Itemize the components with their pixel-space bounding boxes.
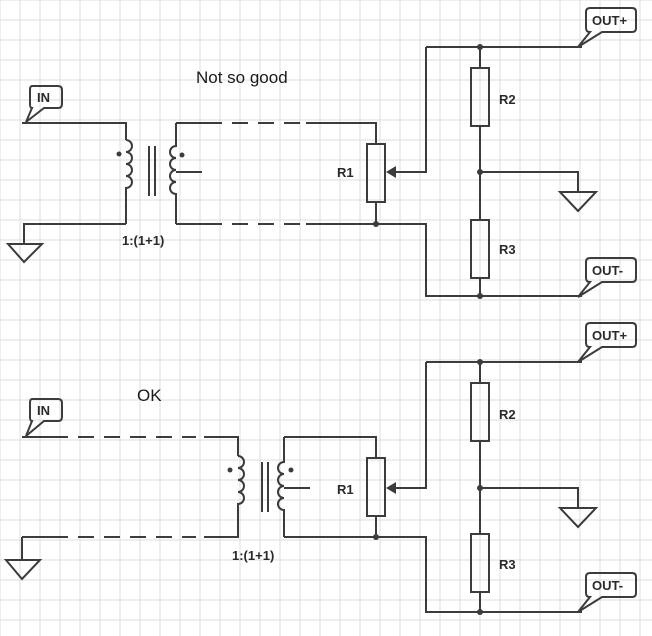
bottom-in-port: IN [25,398,63,437]
top-r2-label: R2 [499,92,516,107]
top-in-label: IN [37,90,50,105]
top-r3-label: R3 [499,242,516,257]
top-input-wire [22,122,127,140]
bottom-r1-bottom-wire [284,536,582,613]
top-secondary-coil [169,123,177,224]
bottom-junction-outminus [477,609,483,615]
bottom-r1-top-wire [284,436,377,458]
bottom-r2-label: R2 [499,407,516,422]
bottom-primary-coil [237,455,245,514]
top-mid-ground-wire [480,171,579,192]
top-secondary-dot [179,152,185,158]
bottom-wiper-arrow [386,482,396,494]
bottom-outminus-label: OUT- [592,578,623,593]
bottom-circuit: IN 1:(1+1) R1 R2 [3,322,637,615]
bottom-r3-label: R3 [499,557,516,572]
top-ground-right [557,191,599,213]
bottom-primary-top-wire [204,436,239,456]
bottom-r1-label: R1 [337,482,354,497]
top-r1-label: R1 [337,165,354,180]
top-junction-r1 [373,221,379,227]
bottom-secondary-dot [288,467,294,473]
bottom-secondary-coil [277,437,285,537]
top-wiper-arrow [386,166,396,178]
bottom-ground-left [3,559,43,581]
bottom-in-label: IN [37,403,50,418]
top-ratio-label: 1:(1+1) [122,233,164,248]
bottom-wiper-wire [392,362,427,489]
bottom-ratio-label: 1:(1+1) [232,548,274,563]
top-outplus-port: OUT+ [577,7,637,48]
bottom-outplus-port: OUT+ [577,322,637,363]
top-primary-dot [116,151,122,157]
top-junction-outminus [477,293,483,299]
bottom-outminus-port: OUT- [577,572,637,613]
bottom-primary-bot-wire [204,514,239,538]
bottom-mid-ground-wire [480,487,579,508]
top-primary-coil [125,139,133,224]
bottom-junction-r1 [373,534,379,540]
top-note: Not so good [196,68,288,87]
bottom-primary-dot [227,467,233,473]
bottom-outplus-label: OUT+ [592,328,627,343]
top-circuit: IN 1:(1+1) R1 [5,7,637,299]
bottom-r1-resistor [366,457,386,517]
top-wiper-wire [392,47,427,173]
top-in-port: IN [25,85,63,123]
bottom-ground-right [557,507,599,529]
bottom-note: OK [137,386,162,405]
top-r1-resistor [366,143,386,203]
top-outminus-label: OUT- [592,263,623,278]
top-r1-bottom-wire [306,223,582,297]
top-r1-top-wire [306,122,377,144]
top-ground-left [5,243,45,264]
top-outplus-label: OUT+ [592,13,627,28]
top-ground-wire [23,223,126,244]
top-outminus-port: OUT- [577,257,637,298]
